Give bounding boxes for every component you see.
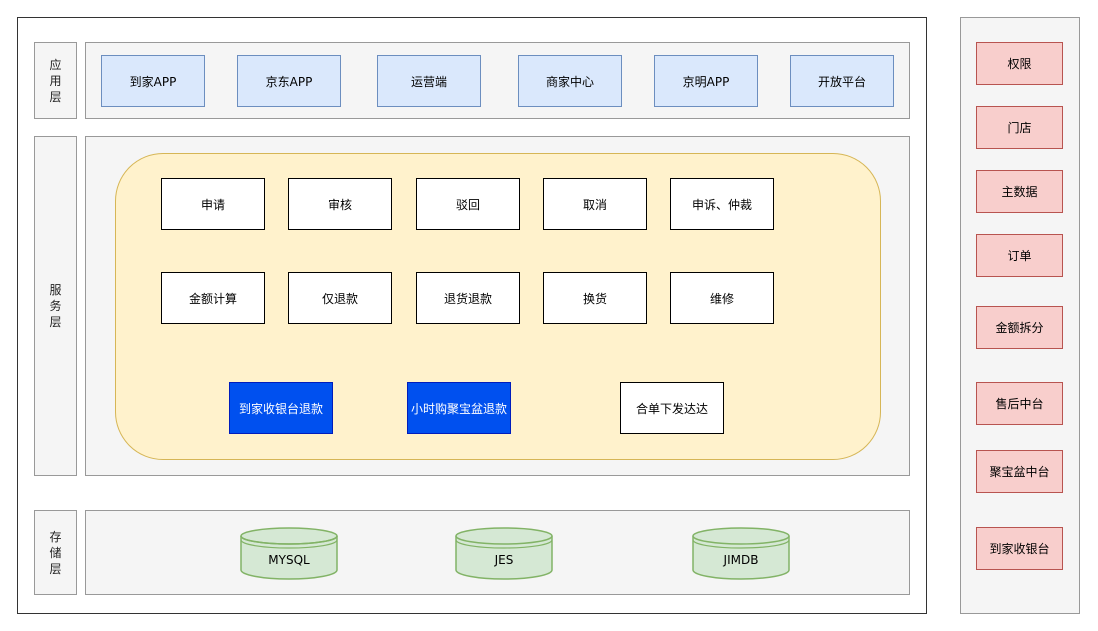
service-item: 金额计算 bbox=[161, 272, 265, 324]
layer-label-service: 服务层 bbox=[34, 136, 77, 476]
side-item: 订单 bbox=[976, 234, 1063, 277]
side-item: 主数据 bbox=[976, 170, 1063, 213]
database-cylinder: MYSQL bbox=[240, 527, 338, 580]
layer-label-storage: 存储层 bbox=[34, 510, 77, 595]
side-item: 门店 bbox=[976, 106, 1063, 149]
app-item: 到家APP bbox=[101, 55, 205, 107]
layer-label-app-text: 应用层 bbox=[49, 57, 62, 104]
app-layer-band bbox=[85, 42, 910, 119]
layer-label-storage-text: 存储层 bbox=[49, 529, 62, 576]
database-icon bbox=[692, 527, 790, 580]
side-item: 到家收银台 bbox=[976, 527, 1063, 570]
service-item: 合单下发达达 bbox=[620, 382, 724, 434]
database-label: JES bbox=[494, 553, 514, 567]
app-item: 开放平台 bbox=[790, 55, 894, 107]
side-item: 聚宝盆中台 bbox=[976, 450, 1063, 493]
side-item: 权限 bbox=[976, 42, 1063, 85]
app-item: 运营端 bbox=[377, 55, 481, 107]
service-item: 取消 bbox=[543, 178, 647, 230]
service-item: 维修 bbox=[670, 272, 774, 324]
service-item-highlight: 到家收银台退款 bbox=[229, 382, 333, 434]
service-item: 申请 bbox=[161, 178, 265, 230]
database-cylinder: JES bbox=[455, 527, 553, 580]
side-item: 售后中台 bbox=[976, 382, 1063, 425]
app-item: 商家中心 bbox=[518, 55, 622, 107]
service-item-highlight: 小时购聚宝盆退款 bbox=[407, 382, 511, 434]
service-item: 仅退款 bbox=[288, 272, 392, 324]
database-label: MYSQL bbox=[268, 553, 310, 567]
layer-label-service-text: 服务层 bbox=[49, 283, 62, 329]
service-item: 申诉、仲裁 bbox=[670, 178, 774, 230]
service-item: 换货 bbox=[543, 272, 647, 324]
database-cylinder: JIMDB bbox=[692, 527, 790, 580]
database-icon bbox=[455, 527, 553, 580]
database-icon bbox=[240, 527, 338, 580]
layer-label-app: 应用层 bbox=[34, 42, 77, 119]
service-item: 驳回 bbox=[416, 178, 520, 230]
service-item: 退货退款 bbox=[416, 272, 520, 324]
side-item: 金额拆分 bbox=[976, 306, 1063, 349]
app-item: 京东APP bbox=[237, 55, 341, 107]
database-label: JIMDB bbox=[723, 553, 759, 567]
service-item: 审核 bbox=[288, 178, 392, 230]
app-item: 京明APP bbox=[654, 55, 758, 107]
